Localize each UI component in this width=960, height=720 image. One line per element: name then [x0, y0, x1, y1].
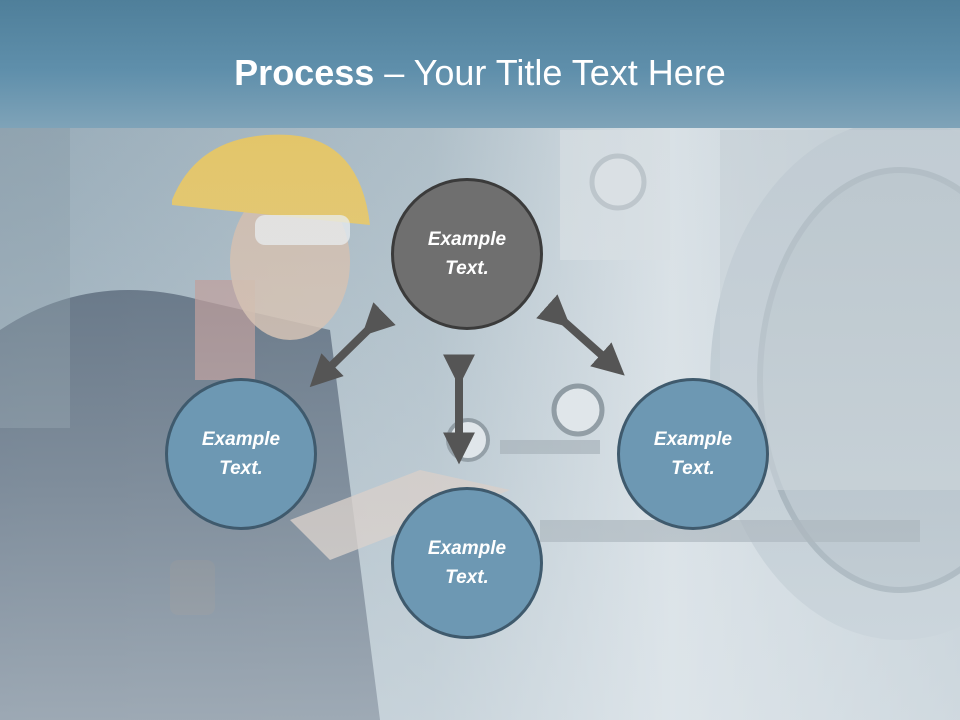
- arrow-center-left: [309, 302, 396, 388]
- node-right[interactable]: Example Text.: [617, 378, 769, 530]
- slide-title: Process – Your Title Text Here: [0, 0, 960, 148]
- node-bottom-line1: Example: [427, 538, 507, 559]
- title-rest: – Your Title Text Here: [374, 52, 726, 93]
- node-bottom-line2: Text.: [445, 567, 489, 588]
- node-center-line2: Text.: [445, 258, 489, 279]
- title-bar: [0, 0, 960, 128]
- node-left[interactable]: Example Text.: [165, 378, 317, 530]
- node-right-line1: Example: [653, 429, 733, 450]
- node-left-line1: Example: [201, 429, 281, 450]
- node-center-line1: Example: [427, 229, 507, 250]
- arrow-center-right: [536, 294, 625, 376]
- node-bottom[interactable]: Example Text.: [391, 487, 543, 639]
- title-strong: Process: [234, 52, 375, 93]
- node-right-line2: Text.: [671, 458, 715, 479]
- node-left-text: Example Text.: [202, 425, 280, 483]
- node-right-text: Example Text.: [654, 425, 732, 483]
- node-bottom-text: Example Text.: [428, 534, 506, 592]
- node-center[interactable]: Example Text.: [391, 178, 543, 330]
- node-left-line2: Text.: [219, 458, 263, 479]
- node-center-text: Example Text.: [428, 225, 506, 283]
